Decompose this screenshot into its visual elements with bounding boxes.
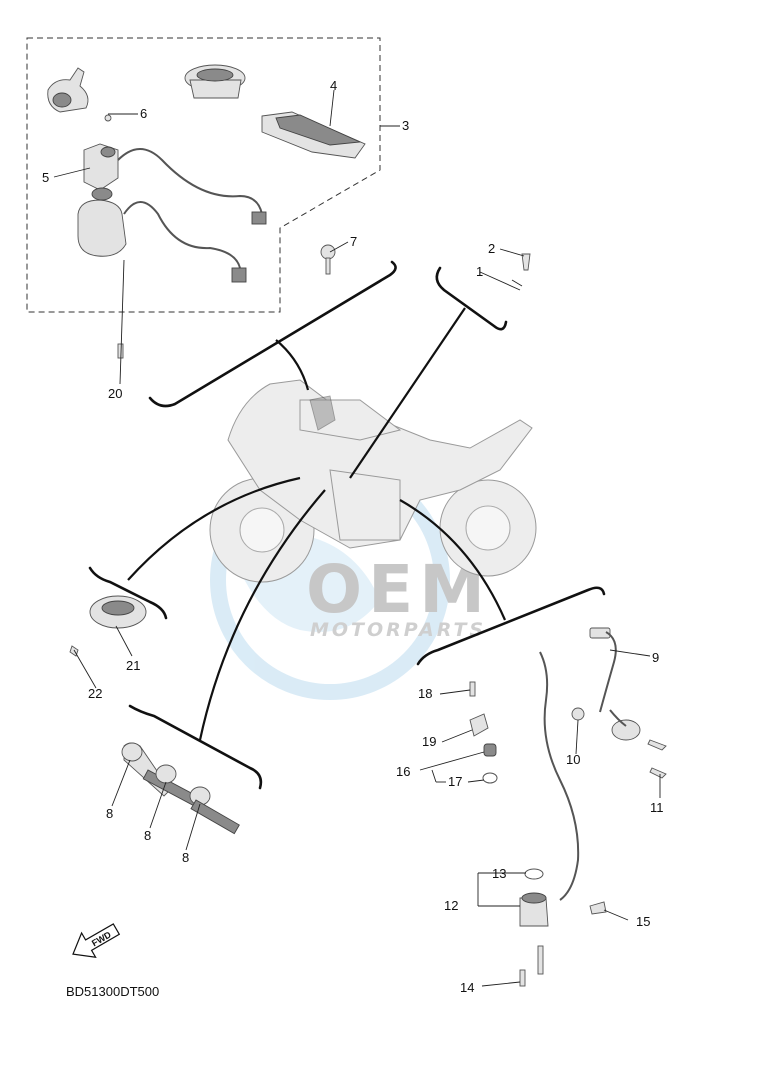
part-cable-long (539, 651, 580, 901)
callout-21: 21 (126, 658, 140, 673)
pointer-top-right (349, 307, 466, 479)
bracket-mid-left (88, 566, 168, 620)
callout-20: 20 (108, 386, 122, 401)
pointer-mid-left (127, 476, 301, 581)
callout-17: 17 (448, 774, 462, 789)
part-fuel-cap (184, 64, 246, 99)
bracket-lower-right (416, 586, 606, 666)
bracket-top-right (435, 266, 508, 331)
part-screw-18 (469, 681, 476, 697)
callout-2: 2 (488, 241, 495, 256)
callout-15: 15 (636, 914, 650, 929)
part-sensor-2 (511, 253, 531, 287)
part-sensor-16 (483, 743, 497, 757)
callout-5: 5 (42, 170, 49, 185)
part-handlebar-switch (47, 67, 89, 113)
part-clip-15 (589, 901, 607, 915)
callout-7: 7 (350, 234, 357, 249)
part-bolt-14 (519, 945, 544, 987)
part-immobilizer-pad (261, 111, 366, 159)
part-ignition-coils (121, 742, 240, 835)
callout-8b: 8 (144, 828, 151, 843)
callout-6: 6 (140, 106, 147, 121)
part-oring-13 (524, 868, 544, 880)
leader-lines (53, 89, 661, 987)
part-sensor-12 (519, 892, 549, 927)
bracket-lower-left (128, 704, 263, 790)
callout-18: 18 (418, 686, 432, 701)
part-oring-17 (482, 772, 498, 784)
callout-4: 4 (330, 78, 337, 93)
callout-16: 16 (396, 764, 410, 779)
part-spring-19 (469, 713, 489, 737)
part-bolt-10 (571, 707, 585, 721)
callout-8c: 8 (182, 850, 189, 865)
callout-13: 13 (492, 866, 506, 881)
pointer-lower-left (198, 489, 326, 741)
diagram-code: BD51300DT500 (66, 984, 159, 999)
bracket-top-left (148, 260, 397, 408)
watermark-brand: OEM (306, 551, 491, 628)
motorcycle-illustration (209, 379, 537, 583)
part-seat-lock (83, 114, 267, 225)
part-main-switch (77, 187, 247, 283)
part-speed-sensor-21 (89, 595, 147, 629)
callout-8a: 8 (106, 806, 113, 821)
pointer-lower-right (399, 499, 507, 621)
part-bolt-11 (647, 739, 667, 779)
part-sensor-9 (589, 627, 641, 741)
pointer-top-left (275, 339, 310, 391)
callout-12: 12 (444, 898, 458, 913)
callout-19: 19 (422, 734, 436, 749)
callout-1: 1 (476, 264, 483, 279)
watermark-sub: MOTORPARTS (310, 619, 486, 641)
part-key (320, 244, 336, 275)
direction-arrow: FWD (72, 923, 121, 959)
callout-22: 22 (88, 686, 102, 701)
callout-9: 9 (652, 650, 659, 665)
kit-outline (26, 37, 381, 313)
callout-3: 3 (402, 118, 409, 133)
callout-11: 11 (650, 800, 664, 815)
callout-14: 14 (460, 980, 474, 995)
callout-10: 10 (566, 752, 580, 767)
